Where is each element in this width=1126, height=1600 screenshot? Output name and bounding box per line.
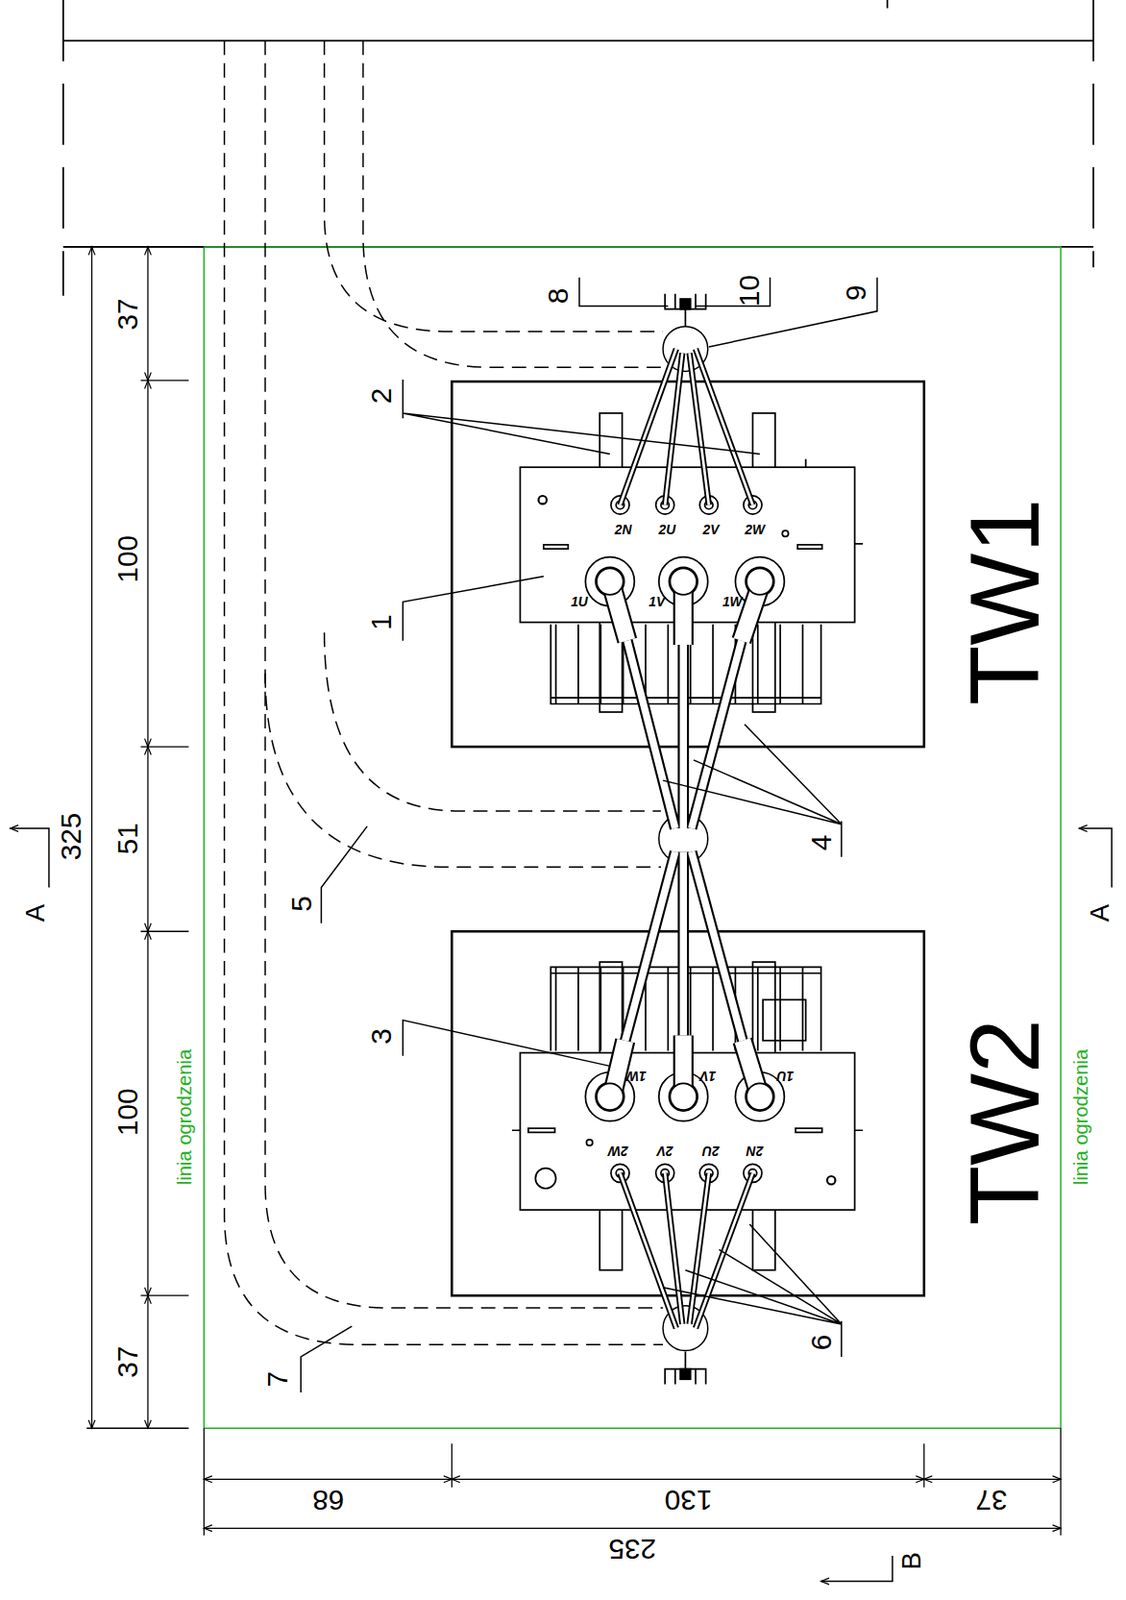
dimension: 37: [114, 297, 144, 330]
terminal-label: 1U: [777, 1069, 795, 1083]
dimension: 37: [114, 1346, 144, 1378]
terminal-label: 2U: [702, 1144, 720, 1158]
terminal-label: 1U: [570, 594, 588, 609]
section-marker: [10, 828, 1113, 1581]
terminal-label: 2V: [702, 522, 719, 537]
fence-label: linia ogrodzenia: [174, 1049, 195, 1185]
fence-line: [203, 246, 1061, 1428]
fence-label: linia ogrodzenia: [1071, 1049, 1091, 1185]
terminal-label: 2W: [608, 1144, 629, 1158]
terminal-label: 1W: [722, 594, 743, 609]
building-outline: [63, 0, 1094, 296]
dimension: 51: [114, 822, 144, 855]
terminal-label: 2N: [614, 522, 633, 537]
callout-number: 7: [264, 1370, 294, 1388]
callout-number: 5: [287, 895, 317, 912]
dimension: 235: [608, 1534, 657, 1564]
callout-number: 3: [367, 1028, 396, 1045]
transformer-name: TW2: [955, 1018, 1054, 1225]
transformer-name: TW1: [955, 498, 1054, 706]
terminal-label: 1V: [648, 594, 665, 609]
cable-clamp: [664, 293, 706, 1385]
dimension: 100: [114, 1087, 144, 1136]
terminal-label: 2V: [657, 1144, 674, 1158]
leader-line: [300, 277, 878, 1393]
callout-number: 2: [367, 388, 396, 405]
hv-cable: [596, 567, 774, 1110]
callout-number: 1: [367, 613, 396, 631]
dimension: 68: [312, 1485, 344, 1515]
lv-cable: [619, 348, 753, 1328]
dimension: 325: [56, 812, 86, 861]
callout-number: 4: [807, 834, 837, 852]
callout-number: 9: [842, 284, 872, 301]
dimension-line: [63, 246, 1061, 1536]
callout-number: 10: [734, 274, 764, 307]
dimension: 130: [664, 1485, 713, 1515]
callout-number: 6: [807, 1334, 837, 1351]
terminal-label: 2W: [744, 522, 765, 537]
terminal-label: 1W: [626, 1069, 647, 1083]
dimension: 37: [975, 1485, 1007, 1515]
callout-number: 8: [544, 288, 574, 305]
section-letter: A: [1086, 904, 1114, 922]
terminal-label: 2N: [746, 1144, 764, 1158]
terminal-label: 1V: [699, 1069, 716, 1083]
section-letter: B: [897, 1551, 925, 1569]
section-letter: A: [21, 904, 49, 922]
dimension: 100: [114, 535, 144, 584]
terminal-label: 2U: [658, 522, 676, 537]
